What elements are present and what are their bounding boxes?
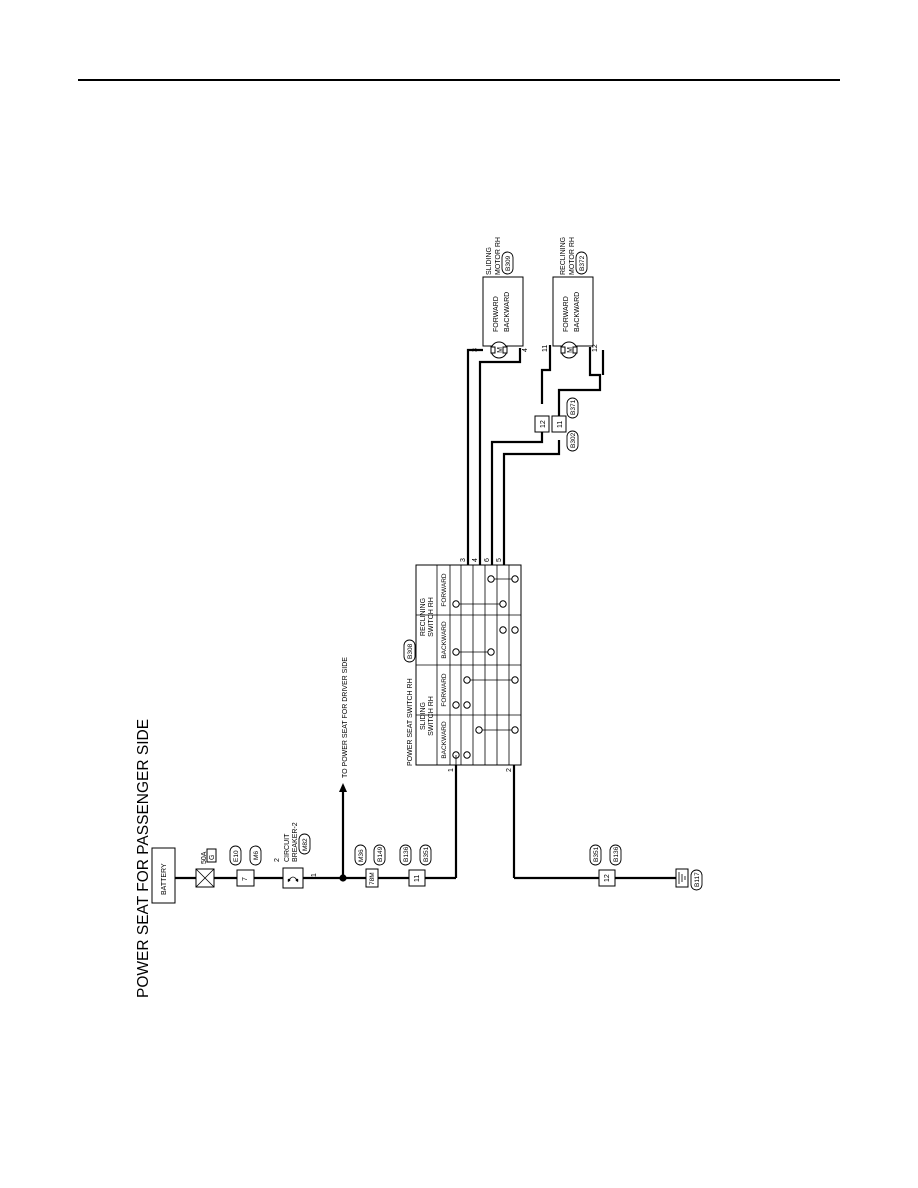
- label-b372: B372: [579, 255, 586, 271]
- label-b149: B149: [377, 846, 384, 862]
- power-seat-switch-rh: POWER SEAT SWITCH RH B308 SLIDING SWITCH…: [403, 558, 522, 772]
- connector-m36: 78M M36 B149: [354, 844, 386, 888]
- sliding-backward: BACKWARD: [504, 292, 511, 332]
- terminal-cb-in: 2: [274, 858, 281, 862]
- sliding-forward: FORWARD: [493, 296, 500, 332]
- terminal-sw-b: 4: [472, 558, 479, 562]
- connector-b351-b136: 12 B351 B136: [589, 844, 622, 887]
- reclining-line2: MOTOR RH: [569, 237, 576, 275]
- label-b351b: B351: [593, 846, 600, 862]
- terminal-slide-a: 3: [472, 348, 479, 352]
- circuit-breaker-2: 2 1 CIRCUIT BREAKER-2 M82: [274, 822, 318, 889]
- battery-label: BATTERY: [161, 863, 168, 895]
- sliding-motor-rh: M FORWARD BACKWARD SLIDING MOTOR RH B309…: [472, 237, 529, 359]
- reclining-motor-symbol: M: [567, 347, 574, 353]
- terminal-jc-a: 12: [540, 420, 547, 428]
- label-m82: M82: [302, 838, 309, 851]
- label-m36: M36: [358, 849, 365, 862]
- label-b117: B117: [694, 872, 701, 887]
- label-b371: B371: [570, 399, 577, 415]
- reclining-switch-l1: RECLINING: [420, 598, 427, 636]
- fuse-rating: 50A: [201, 851, 208, 864]
- reclining-backward: BACKWARD: [574, 292, 581, 332]
- label-b308: B308: [407, 643, 414, 659]
- terminal-m36: 78M: [369, 872, 376, 885]
- label-b136a: B136: [403, 846, 410, 862]
- diagram-title: POWER SEAT FOR PASSENGER SIDE: [135, 719, 152, 998]
- motor-wires: [466, 345, 605, 565]
- sliding-switch-l2: SWITCH RH: [428, 696, 435, 736]
- terminal-sw-in: 1: [448, 768, 455, 772]
- switch-contacts: [452, 575, 519, 765]
- recl-forward-label: FORWARD: [441, 573, 448, 607]
- terminal-sw-a: 3: [460, 558, 467, 562]
- ground-b117: B117: [675, 868, 703, 891]
- reclining-forward: FORWARD: [563, 296, 570, 332]
- reclining-switch-l2: SWITCH RH: [428, 597, 435, 637]
- ground-wires: [512, 765, 676, 880]
- switch-name: POWER SEAT SWITCH RH: [407, 678, 414, 766]
- terminal-e10: 7: [242, 877, 249, 881]
- label-e10: E10: [233, 850, 240, 862]
- sliding-line2: MOTOR RH: [495, 237, 502, 275]
- terminal-recl-b: 12: [592, 344, 599, 352]
- terminal-sw-c: 6: [484, 558, 491, 562]
- battery: BATTERY: [151, 847, 195, 904]
- terminal-slide-b: 4: [522, 348, 529, 352]
- fuse-id: G: [209, 855, 216, 860]
- connector-b136-b351: 11 B136 B351: [399, 844, 432, 887]
- terminal-cb-out: 1: [311, 873, 318, 877]
- reclining-line1: RECLINING: [560, 237, 567, 275]
- terminal-sw-d: 5: [496, 558, 503, 562]
- recl-backward-label: BACKWARD: [441, 621, 448, 659]
- driver-side-label: TO POWER SEAT FOR DRIVER SIDE: [342, 657, 349, 778]
- terminal-b136: 11: [414, 875, 421, 882]
- terminal-jc-b: 11: [557, 421, 564, 428]
- fuse-50a: 50A G: [195, 848, 217, 888]
- sliding-line1: SLIDING: [486, 247, 493, 275]
- cb-line2: BREAKER-2: [292, 822, 299, 862]
- cb-line1: CIRCUIT: [284, 833, 291, 862]
- sliding-switch-l1: SLIDING: [420, 702, 427, 730]
- label-b302: B302: [570, 432, 577, 448]
- terminal-gnd: 12: [604, 874, 611, 882]
- sliding-motor-symbol: M: [497, 347, 504, 353]
- slide-forward-label: FORWARD: [441, 673, 448, 707]
- label-b351a: B351: [423, 846, 430, 862]
- terminal-sw-gnd: 2: [506, 768, 513, 772]
- terminal-recl-a: 11: [542, 345, 549, 352]
- slide-backward-label: BACKWARD: [441, 721, 448, 759]
- connector-b302-b371: 12 11 B371 B302: [534, 397, 579, 452]
- connector-e10: 7 E10 M6: [229, 845, 262, 887]
- label-b309: B309: [505, 255, 512, 271]
- label-b136b: B136: [613, 846, 620, 862]
- driver-side-branch: TO POWER SEAT FOR DRIVER SIDE: [339, 657, 349, 882]
- reclining-motor-rh: M FORWARD BACKWARD RECLINING MOTOR RH B3…: [542, 237, 599, 359]
- label-m6: M6: [253, 851, 260, 860]
